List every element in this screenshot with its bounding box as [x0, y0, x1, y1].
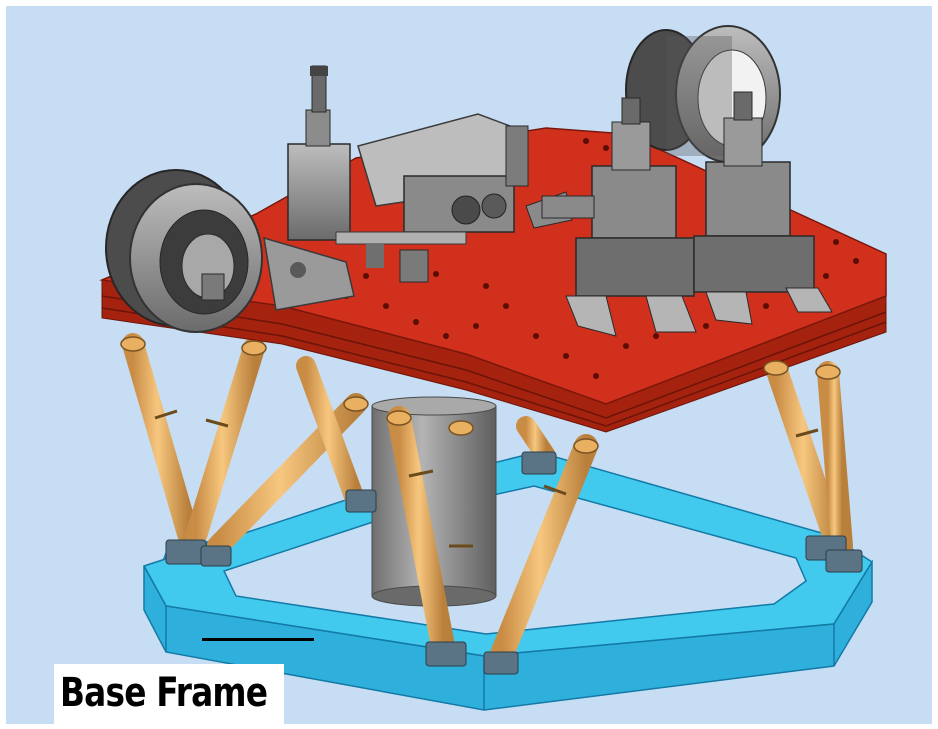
- actuator-leg: [122, 333, 199, 545]
- center-optics: [287, 65, 573, 283]
- figure-label: Base Frame: [60, 670, 268, 716]
- actuator-leg: [765, 357, 847, 555]
- upper-joint-caps: [120, 336, 841, 454]
- figure-background: Base Frame: [6, 6, 932, 724]
- joint-mounts: [165, 451, 863, 675]
- actuator-leg: [449, 416, 473, 658]
- actuator-legs: [122, 333, 853, 666]
- actuator-leg: [296, 356, 366, 512]
- actuator-leg: [185, 337, 265, 547]
- label-leader-line: [202, 638, 314, 641]
- actuator-leg: [490, 434, 598, 666]
- base-frame: [142, 451, 874, 711]
- figure-label-box: Base Frame: [54, 664, 284, 724]
- base-frame-front-face: [143, 559, 873, 711]
- right-instrument-towers: [541, 91, 833, 337]
- actuator-leg: [817, 361, 853, 557]
- left-ring-instrument: [105, 169, 355, 333]
- actuator-leg: [387, 406, 455, 658]
- actuator-leg: [516, 416, 556, 466]
- hexapod-illustration: [99, 25, 887, 711]
